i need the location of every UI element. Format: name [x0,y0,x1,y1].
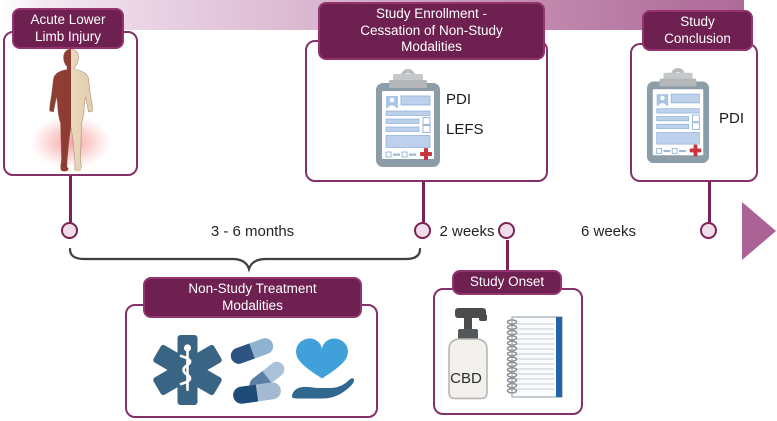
assessment-lefs-enrollment: LEFS [446,121,484,138]
pills-icon [230,338,285,404]
clipboard-form-icon [646,67,710,164]
timeline-marker-onset [498,222,515,239]
heart-in-hand-icon [292,338,355,399]
onset-title: Study Onset [452,270,562,295]
timeline-label-6-weeks: 6 weeks [580,223,637,240]
injury-title: Acute Lower Limb Injury [12,8,124,49]
star-of-life-icon [153,335,222,405]
conclusion-title-line2: Conclusion [664,30,731,46]
connector-enrollment [422,181,425,224]
connector-conclusion [708,181,711,224]
clipboard-form-icon [376,69,440,167]
enrollment-title-line1: Study Enrollment - [375,6,488,21]
injury-title-line1: Acute Lower [30,12,106,27]
assessment-pdi-enrollment: PDI [446,91,472,108]
enrollment-title-line3: Modalities [401,39,462,54]
cbd-pump-bottle-icon: CBD [448,308,488,400]
cbd-label: CBD [450,370,482,387]
enrollment-title: Study Enrollment - Cessation of Non-Stud… [318,2,545,60]
enrollment-title-line2: Cessation of Non-Study [360,22,503,38]
timeline-marker-injury [61,222,78,239]
nonstudy-title-line2: Modalities [222,297,283,313]
nonstudy-title-line1: Non-Study Treatment [188,281,317,296]
connector-onset [506,240,509,272]
injury-title-line2: Limb Injury [34,28,102,44]
onset-title-line1: Study Onset [469,274,545,289]
connector-injury [69,176,72,224]
timeline-marker-enrollment [414,222,431,239]
timeline-arrow-head [742,202,776,260]
conclusion-title-line1: Study [680,14,715,29]
nonstudy-title: Non-Study Treatment Modalities [143,277,362,318]
timeline-label-3-6-months: 3 - 6 months [210,223,295,240]
human-body-injury-icon [30,48,112,172]
notebook-icon [506,316,563,398]
timeline-marker-conclusion [700,222,717,239]
timeline-label-2-weeks: 2 weeks [439,223,495,240]
conclusion-title: Study Conclusion [642,10,753,51]
assessment-pdi-conclusion: PDI [719,110,745,127]
injury-glow [30,115,112,169]
brace-bracket [68,247,422,273]
